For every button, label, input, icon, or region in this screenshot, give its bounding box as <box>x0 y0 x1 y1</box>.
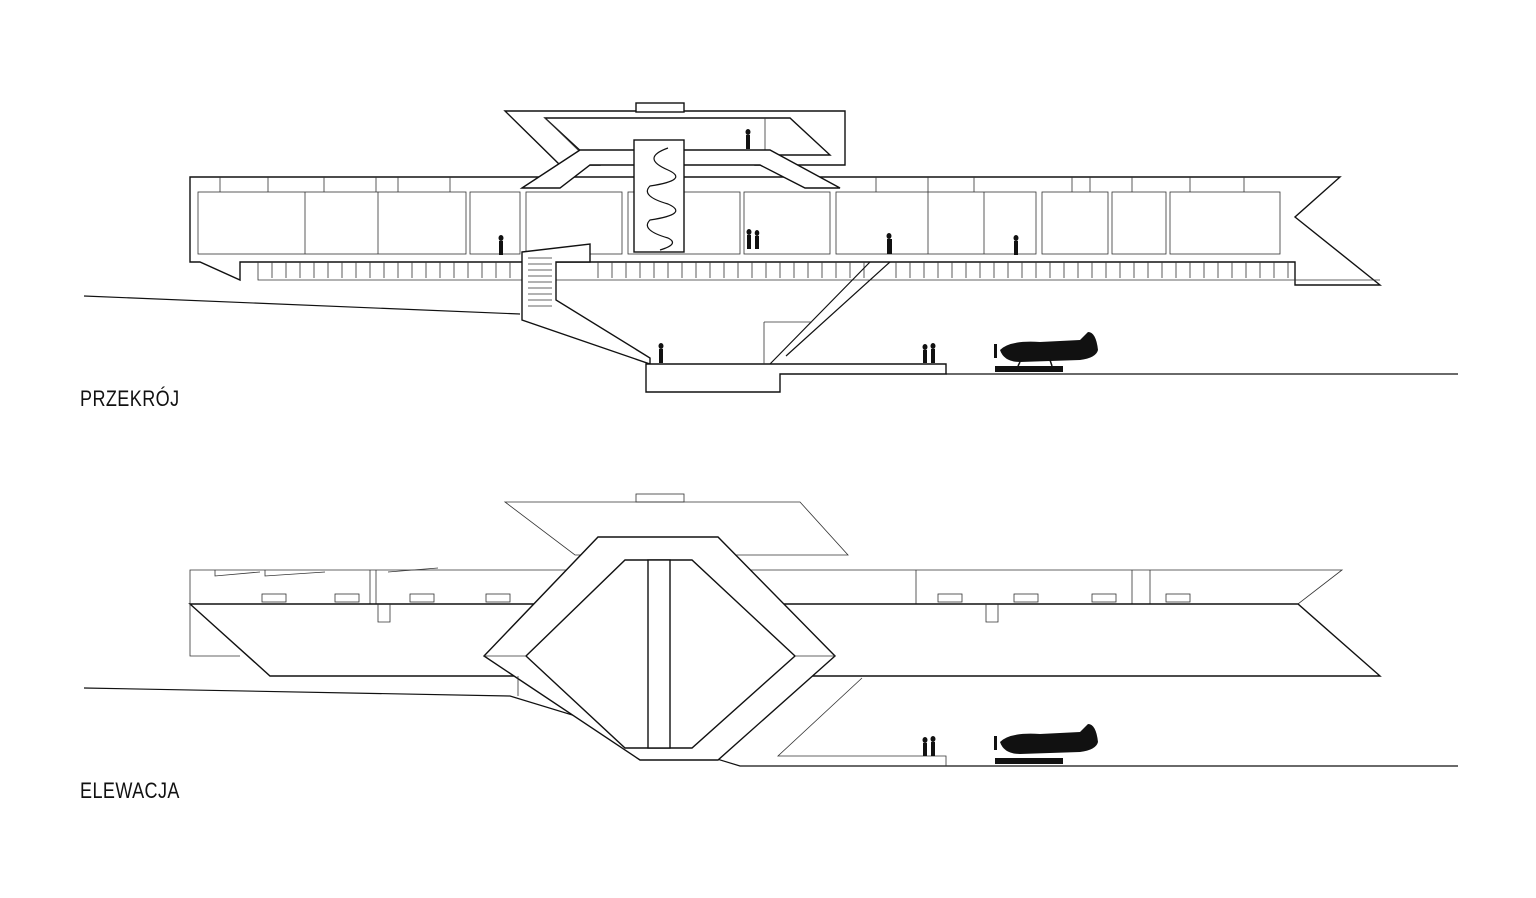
elevation-seaplane-icon <box>994 724 1098 764</box>
spiral-stair <box>646 147 677 251</box>
section-inclined-strut <box>769 261 891 365</box>
section-lower-foundation <box>645 363 947 393</box>
elevation-top-deck <box>503 501 849 556</box>
section-seaplane-icon <box>994 332 1098 372</box>
section-stair-block <box>521 243 651 365</box>
elevation-drawing <box>83 493 1458 767</box>
section-main-body <box>189 176 1382 286</box>
spiral-stair-shaft <box>633 139 685 253</box>
elevation-central-pillar <box>647 559 671 749</box>
section-drawing <box>83 102 1458 393</box>
section-label: PRZEKRÓJ <box>80 386 180 411</box>
elevation-lower-deck <box>776 677 947 766</box>
section-top-box <box>635 102 685 113</box>
section-people <box>498 129 1019 363</box>
elevation-people <box>922 736 936 756</box>
elevation-label: ELEWACJA <box>80 778 180 803</box>
section-terrain-left <box>83 295 521 315</box>
